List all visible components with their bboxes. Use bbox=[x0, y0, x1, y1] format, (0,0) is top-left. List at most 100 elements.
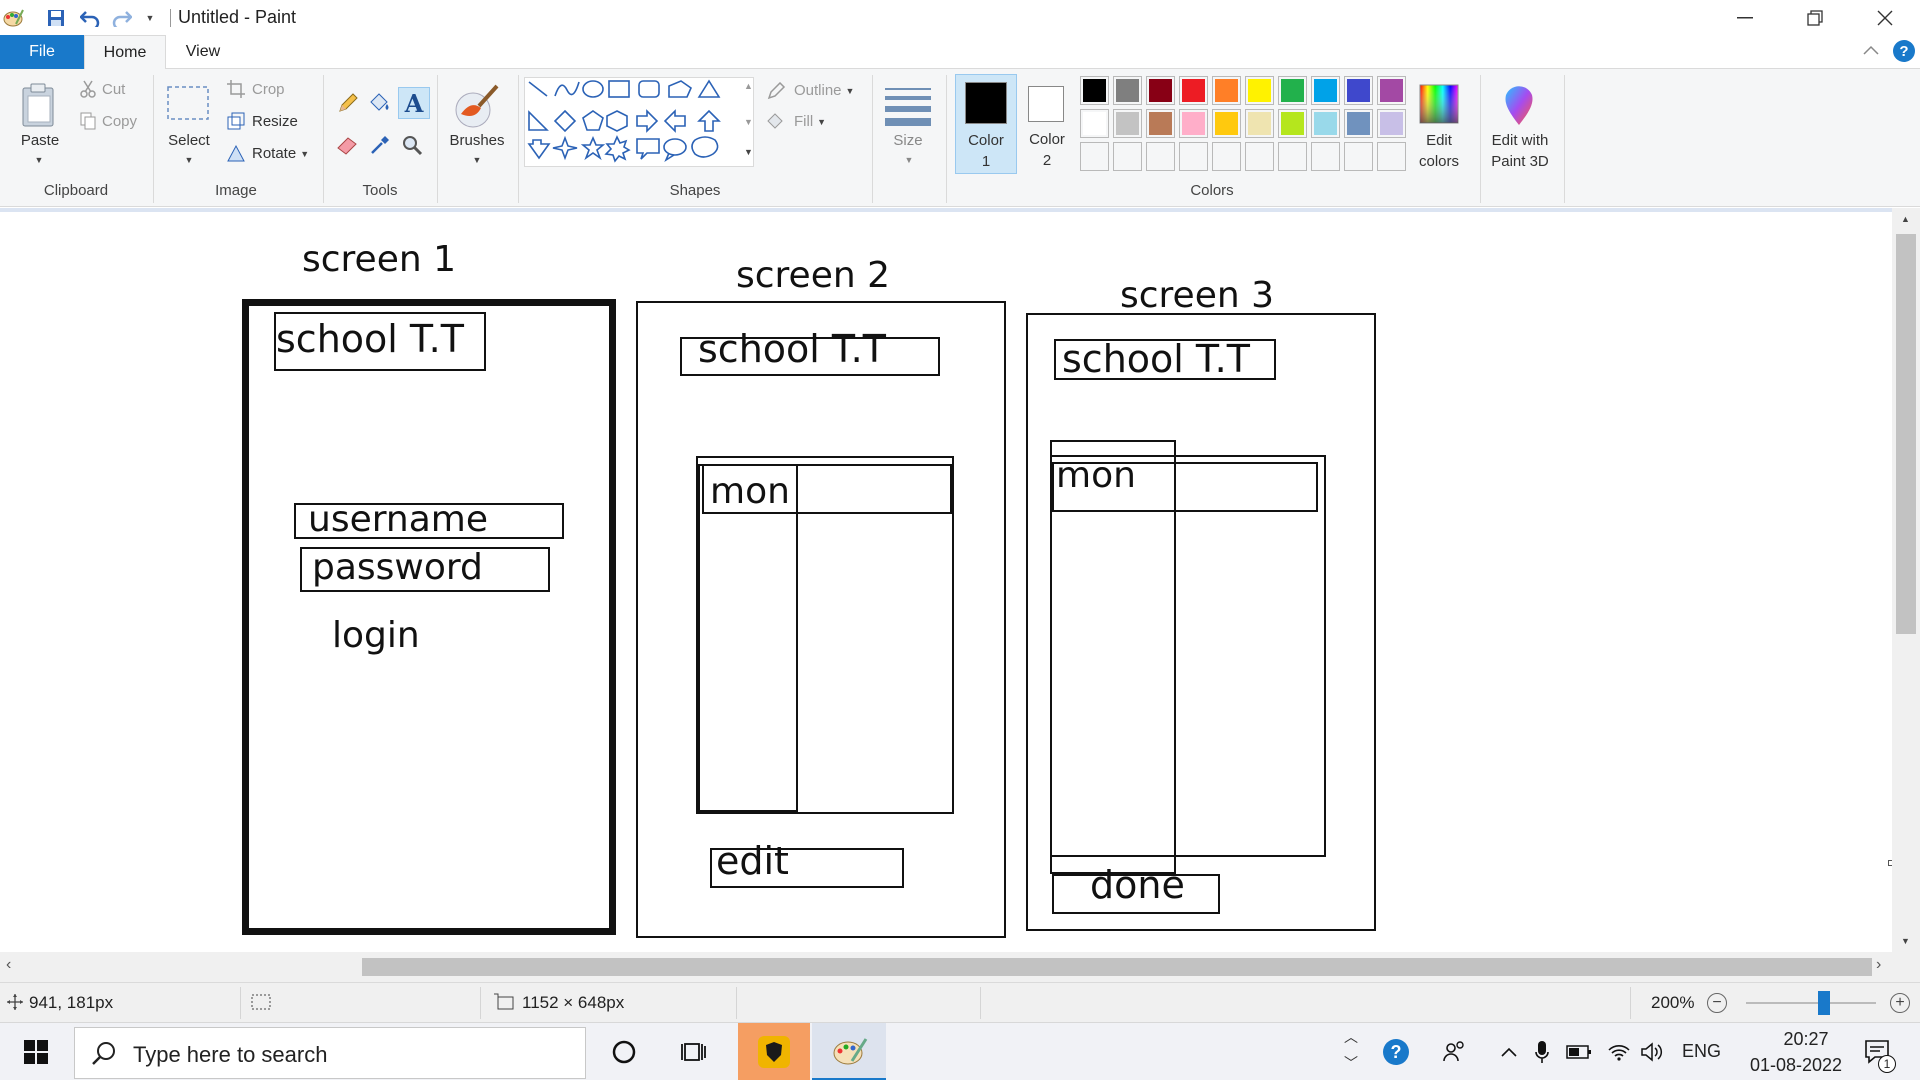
help-tray-icon[interactable]: ? bbox=[1374, 1031, 1418, 1073]
edit-colors-label-2[interactable]: colors bbox=[1418, 153, 1459, 170]
redo-icon[interactable] bbox=[110, 6, 134, 30]
outline-button[interactable]: Outline▼ bbox=[794, 82, 854, 99]
zoom-slider[interactable] bbox=[1746, 991, 1876, 1015]
palette-swatch[interactable] bbox=[1278, 76, 1307, 105]
brushes-icon[interactable] bbox=[450, 79, 502, 131]
tab-home[interactable]: Home bbox=[84, 35, 166, 69]
palette-swatch[interactable] bbox=[1344, 109, 1373, 138]
zoom-out-button[interactable]: − bbox=[1707, 993, 1727, 1013]
palette-swatch[interactable] bbox=[1212, 76, 1241, 105]
custom-color-slot[interactable] bbox=[1179, 142, 1208, 171]
tab-file[interactable]: File bbox=[0, 35, 84, 69]
palette-swatch[interactable] bbox=[1113, 76, 1142, 105]
custom-color-slot[interactable] bbox=[1080, 142, 1109, 171]
size-button[interactable]: Size bbox=[893, 132, 923, 149]
windows-start-icon[interactable] bbox=[14, 1031, 58, 1073]
custom-color-slot[interactable] bbox=[1113, 142, 1142, 171]
palette-swatch[interactable] bbox=[1245, 76, 1274, 105]
paste-button[interactable]: Paste bbox=[20, 132, 60, 149]
taskbar-search[interactable]: Type here to search bbox=[74, 1027, 586, 1079]
color1-button[interactable]: Color 1 bbox=[955, 74, 1017, 174]
taskbar-app-brave[interactable] bbox=[738, 1023, 810, 1080]
custom-color-slot[interactable] bbox=[1245, 142, 1274, 171]
palette-swatch[interactable] bbox=[1311, 76, 1340, 105]
palette-swatch[interactable] bbox=[1212, 109, 1241, 138]
scroll-left-icon[interactable]: ‹ bbox=[6, 956, 12, 973]
custom-color-slot[interactable] bbox=[1146, 142, 1175, 171]
copy-button[interactable]: Copy bbox=[102, 113, 138, 130]
restore-button[interactable] bbox=[1780, 0, 1850, 35]
resize-button[interactable]: Resize bbox=[252, 113, 298, 130]
zoom-in-button[interactable]: + bbox=[1890, 993, 1910, 1013]
palette-swatch[interactable] bbox=[1377, 109, 1406, 138]
minimize-button[interactable] bbox=[1710, 0, 1780, 35]
wifi-icon[interactable] bbox=[1598, 1031, 1640, 1073]
taskbar-app-paint[interactable] bbox=[812, 1023, 886, 1080]
custom-color-slot[interactable] bbox=[1344, 142, 1373, 171]
color-picker-icon[interactable] bbox=[366, 131, 394, 159]
palette-swatch[interactable] bbox=[1278, 109, 1307, 138]
custom-color-slot[interactable] bbox=[1377, 142, 1406, 171]
horizontal-scrollbar[interactable]: ‹ › bbox=[0, 952, 1892, 982]
microphone-icon[interactable] bbox=[1524, 1031, 1560, 1073]
rotate-button[interactable]: Rotate▼ bbox=[252, 145, 309, 162]
tab-view[interactable]: View bbox=[185, 43, 221, 60]
save-icon[interactable] bbox=[44, 6, 68, 30]
text-tool-icon[interactable]: A bbox=[398, 87, 430, 119]
paste-icon[interactable] bbox=[18, 81, 60, 131]
palette-swatch[interactable] bbox=[1179, 109, 1208, 138]
horizontal-scroll-thumb[interactable] bbox=[362, 958, 1872, 976]
scroll-right-icon[interactable]: › bbox=[1876, 956, 1882, 973]
customize-toolbar-icon[interactable]: ▼ bbox=[145, 13, 155, 23]
custom-color-slot[interactable] bbox=[1212, 142, 1241, 171]
custom-color-slot[interactable] bbox=[1311, 142, 1340, 171]
volume-icon[interactable] bbox=[1632, 1031, 1674, 1073]
clock-date[interactable]: 01-08-2022 bbox=[1749, 1055, 1843, 1075]
show-hidden-icons[interactable] bbox=[1488, 1031, 1530, 1073]
size-dropdown-icon[interactable]: ▼ bbox=[904, 155, 914, 165]
eraser-icon[interactable] bbox=[334, 131, 362, 159]
select-dropdown-icon[interactable]: ▼ bbox=[184, 155, 194, 165]
palette-swatch[interactable] bbox=[1311, 109, 1340, 138]
shapes-gallery[interactable] bbox=[524, 77, 754, 167]
vertical-scroll-thumb[interactable] bbox=[1896, 234, 1916, 634]
paste-dropdown-icon[interactable]: ▼ bbox=[34, 155, 44, 165]
paint-3d-label[interactable]: Edit with bbox=[1491, 132, 1549, 149]
close-button[interactable] bbox=[1850, 0, 1920, 35]
vertical-scrollbar[interactable]: ▲ ▼ bbox=[1892, 208, 1920, 952]
palette-swatch[interactable] bbox=[1344, 76, 1373, 105]
people-icon[interactable] bbox=[1432, 1031, 1476, 1073]
edit-colors-icon[interactable] bbox=[1416, 81, 1462, 127]
shapes-scroll-up-icon[interactable]: ▲ bbox=[744, 81, 753, 91]
paint-3d-label-2[interactable]: Paint 3D bbox=[1491, 153, 1549, 170]
undo-icon[interactable] bbox=[78, 6, 102, 30]
drawing-canvas[interactable]: screen 1 school T.T username password lo… bbox=[0, 212, 1894, 952]
notification-center-icon[interactable]: 1 bbox=[1852, 1031, 1902, 1073]
fill-button[interactable]: Fill▼ bbox=[794, 113, 826, 130]
task-view-icon[interactable] bbox=[672, 1031, 716, 1073]
crop-button[interactable]: Crop bbox=[252, 81, 285, 98]
palette-swatch[interactable] bbox=[1080, 76, 1109, 105]
paint-3d-icon[interactable] bbox=[1496, 79, 1542, 129]
fill-bucket-icon[interactable] bbox=[366, 89, 394, 117]
clock-time[interactable]: 20:27 bbox=[1783, 1029, 1829, 1049]
zoom-slider-thumb[interactable] bbox=[1818, 991, 1830, 1015]
edit-colors-label[interactable]: Edit bbox=[1426, 132, 1452, 149]
select-icon[interactable] bbox=[166, 83, 210, 123]
collapse-ribbon-icon[interactable] bbox=[1862, 43, 1880, 61]
scroll-down-icon[interactable]: ▼ bbox=[1901, 936, 1910, 946]
help-icon[interactable]: ? bbox=[1893, 40, 1915, 62]
tray-down-icon[interactable]: ﹀ bbox=[1344, 1055, 1358, 1071]
magnifier-icon[interactable] bbox=[398, 131, 426, 159]
cortana-icon[interactable] bbox=[602, 1031, 646, 1073]
palette-swatch[interactable] bbox=[1146, 76, 1175, 105]
paint-app-icon[interactable] bbox=[2, 6, 24, 30]
shapes-expand-icon[interactable]: ▼ bbox=[744, 147, 753, 157]
brushes-dropdown-icon[interactable]: ▼ bbox=[472, 155, 482, 165]
palette-swatch[interactable] bbox=[1080, 109, 1109, 138]
palette-swatch[interactable] bbox=[1377, 76, 1406, 105]
color2-button[interactable]: Color 2 bbox=[1016, 74, 1078, 174]
size-icon[interactable] bbox=[882, 81, 934, 131]
palette-swatch[interactable] bbox=[1113, 109, 1142, 138]
pencil-icon[interactable] bbox=[334, 89, 362, 117]
